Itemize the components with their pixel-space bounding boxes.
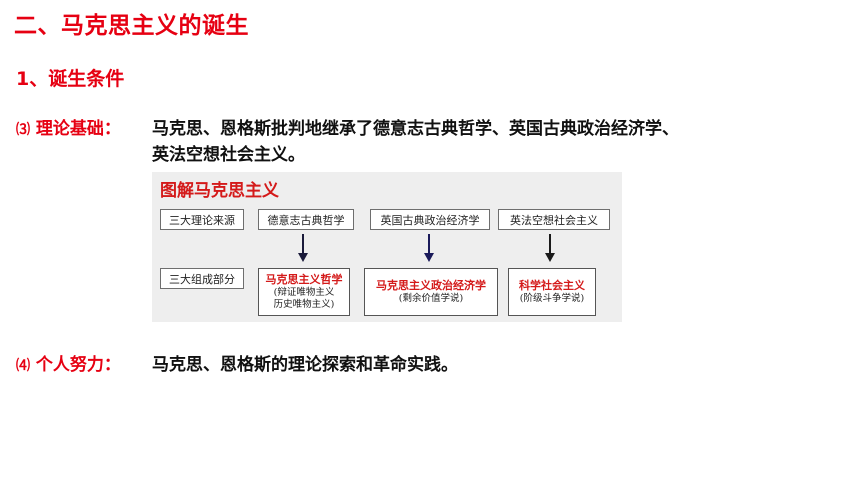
item4-label-text: 个人努力： — [35, 355, 121, 375]
arrow-down-icon — [298, 234, 308, 262]
page-title: 二、马克思主义的诞生 — [14, 13, 249, 39]
part-political-economy: 马克思主义政治经济学 (剩余价值学说) — [364, 268, 498, 316]
marxism-diagram: 图解马克思主义 三大理论来源 三大组成部分 德意志古典哲学 英国古典政治经济学 … — [152, 172, 622, 322]
part-scientific-socialism: 科学社会主义 (阶级斗争学说) — [508, 268, 596, 316]
part-economy-title: 马克思主义政治经济学 — [376, 279, 486, 292]
item3-text-line1: 马克思、恩格斯批判地继承了德意志古典哲学、英国古典政治经济学、 — [152, 119, 679, 139]
row-label-sources: 三大理论来源 — [160, 209, 244, 230]
part-philosophy-note1: (辩证唯物主义 — [273, 287, 335, 298]
item3-text-line2: 英法空想社会主义。 — [152, 145, 305, 165]
arrow-head — [545, 253, 555, 262]
source-utopian-socialism: 英法空想社会主义 — [498, 209, 610, 230]
row-label-parts: 三大组成部分 — [160, 268, 244, 289]
part-philosophy: 马克思主义哲学 (辩证唯物主义 历史唯物主义) — [258, 268, 350, 316]
diagram-title: 图解马克思主义 — [160, 181, 279, 201]
arrow-down-icon — [545, 234, 555, 262]
arrow-head — [424, 253, 434, 262]
item4-text: 马克思、恩格斯的理论探索和革命实践。 — [152, 355, 458, 375]
source-british-economics: 英国古典政治经济学 — [370, 209, 490, 230]
part-socialism-title: 科学社会主义 — [519, 279, 585, 292]
arrow-down-icon — [424, 234, 434, 262]
item3-label-text: 理论基础： — [35, 119, 121, 139]
item3-label: ⑶ 理论基础： — [16, 114, 121, 139]
arrow-head — [298, 253, 308, 262]
item4-label: ⑷ 个人努力： — [16, 350, 121, 375]
item3-number: ⑶ — [16, 122, 30, 138]
section-subtitle: 1、诞生条件 — [16, 68, 125, 90]
source-german-philosophy: 德意志古典哲学 — [258, 209, 354, 230]
item4-number: ⑷ — [16, 358, 30, 374]
part-economy-note: (剩余价值学说) — [398, 293, 464, 304]
part-socialism-note: (阶级斗争学说) — [519, 293, 585, 304]
part-philosophy-title: 马克思主义哲学 — [265, 273, 343, 286]
part-philosophy-note2: 历史唯物主义) — [273, 299, 335, 310]
